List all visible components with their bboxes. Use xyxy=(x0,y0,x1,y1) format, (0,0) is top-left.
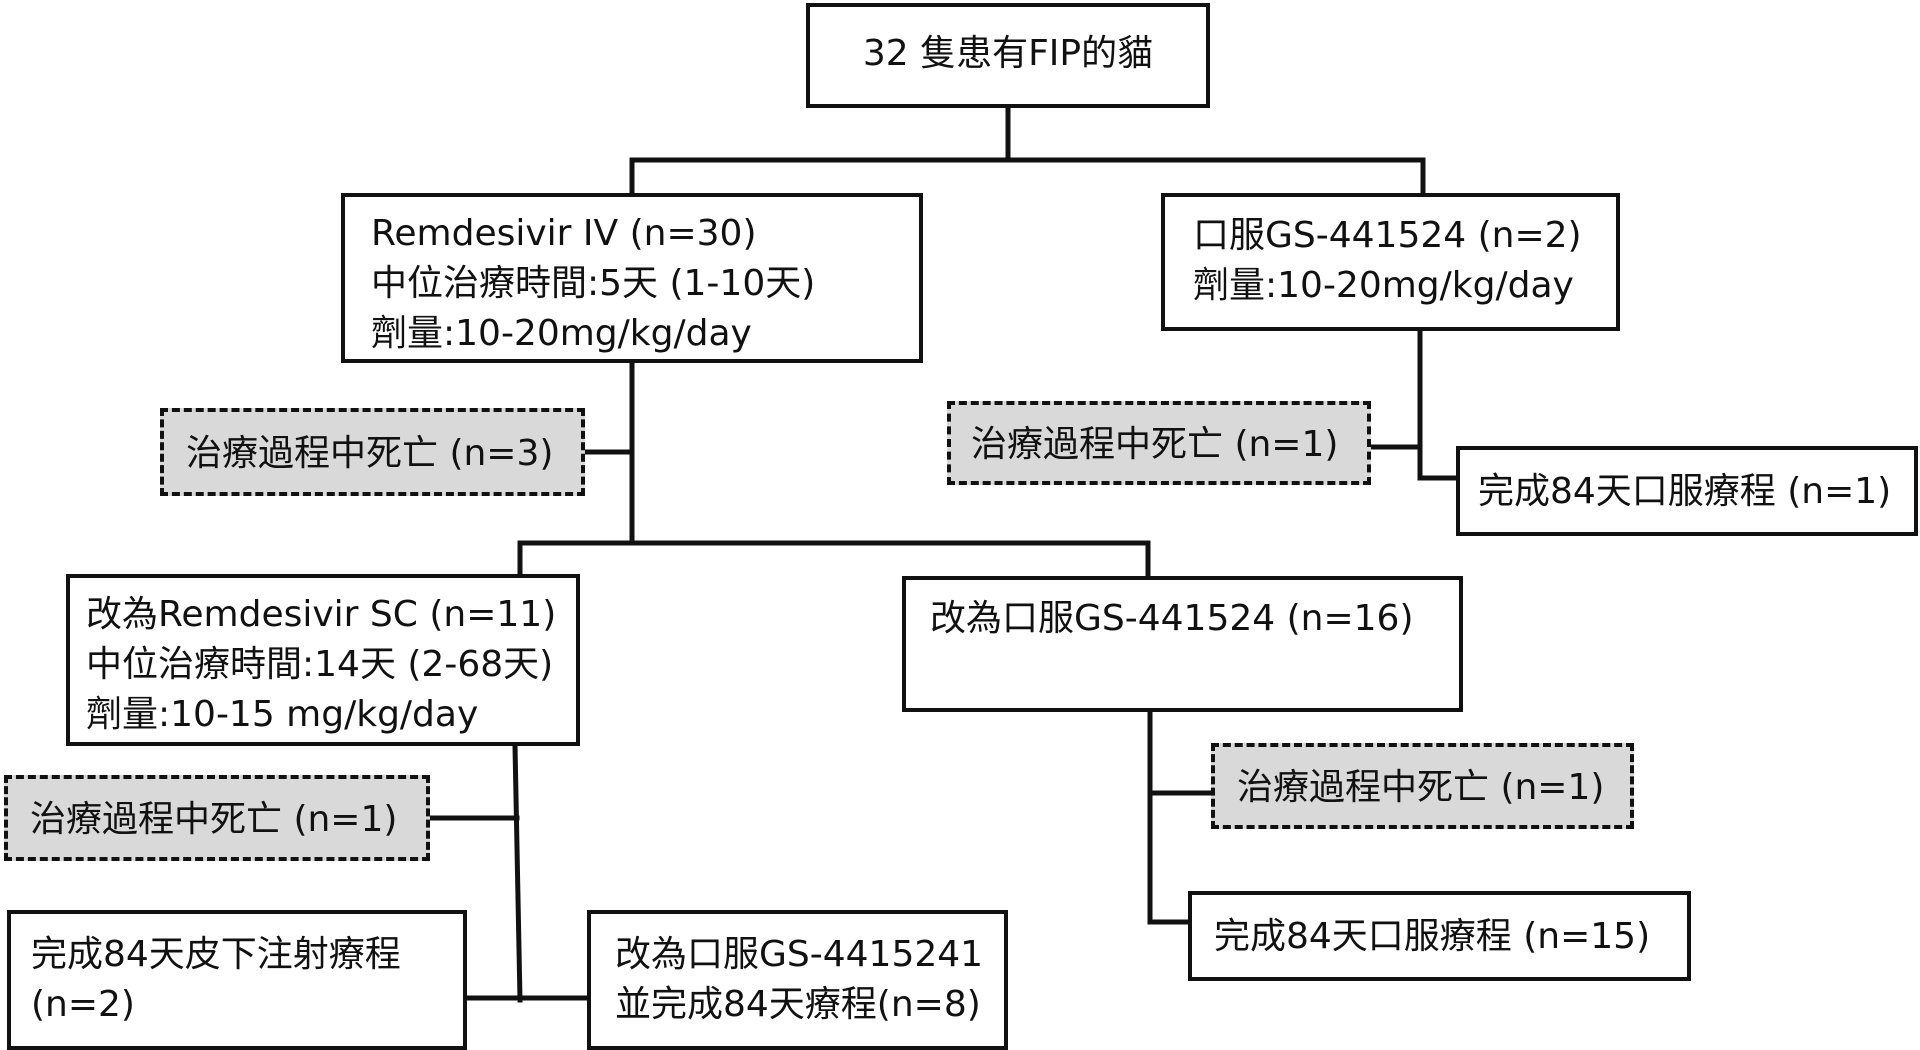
death-iv-text: 治療過程中死亡 (n=3) xyxy=(186,433,554,474)
complete-oral-1-text: 完成84天口服療程 (n=1) xyxy=(1478,471,1892,512)
node-switch-oral-n16: 改為口服GS-441524 (n=16) xyxy=(902,576,1463,712)
death-oral-2-text: 治療過程中死亡 (n=1) xyxy=(971,424,1339,465)
node-root-text: 32 隻患有FIP的貓 xyxy=(862,33,1154,74)
node-remdesivir-iv: Remdesivir IV (n=30) 中位治療時間:5天 (1-10天) 劑… xyxy=(341,193,923,363)
remdesivir-iv-duration: 中位治療時間:5天 (1-10天) xyxy=(371,263,816,304)
node-death-oral-2: 治療過程中死亡 (n=1) xyxy=(947,401,1371,485)
remdesivir-iv-dose: 劑量:10-20mg/kg/day xyxy=(371,313,752,354)
remdesivir-iv-title: Remdesivir IV (n=30) xyxy=(371,213,757,254)
node-complete-oral-n1: 完成84天口服療程 (n=1) xyxy=(1456,446,1918,536)
death-sc-text: 治療過程中死亡 (n=1) xyxy=(30,799,398,840)
remdesivir-sc-title: 改為Remdesivir SC (n=11) xyxy=(86,594,557,635)
node-death-sc: 治療過程中死亡 (n=1) xyxy=(4,775,430,861)
switch-oral-8-line-1: 改為口服GS-4415241 xyxy=(615,934,984,975)
switch-oral-8-line-2: 並完成84天療程(n=8) xyxy=(615,984,981,1025)
death-oral-16-text: 治療過程中死亡 (n=1) xyxy=(1237,767,1605,808)
node-death-iv: 治療過程中死亡 (n=3) xyxy=(160,408,585,496)
node-oral-gs-441524-n2: 口服GS-441524 (n=2) 劑量:10-20mg/kg/day xyxy=(1161,193,1620,331)
switch-oral-16-text: 改為口服GS-441524 (n=16) xyxy=(930,598,1414,639)
node-complete-sc-n2: 完成84天皮下注射療程 (n=2) xyxy=(7,910,467,1050)
oral-gs-2-dose: 劑量:10-20mg/kg/day xyxy=(1193,265,1574,306)
node-switch-oral-n8: 改為口服GS-4415241 並完成84天療程(n=8) xyxy=(587,910,1008,1050)
oral-gs-2-title: 口服GS-441524 (n=2) xyxy=(1193,215,1582,256)
connector-sc-trunk xyxy=(512,743,523,1003)
node-death-oral-16: 治療過程中死亡 (n=1) xyxy=(1211,743,1634,829)
node-root-cats: 32 隻患有FIP的貓 xyxy=(806,3,1210,108)
remdesivir-sc-duration: 中位治療時間:14天 (2-68天) xyxy=(86,644,554,685)
node-complete-oral-n15: 完成84天口服療程 (n=15) xyxy=(1188,891,1691,981)
node-remdesivir-sc: 改為Remdesivir SC (n=11) 中位治療時間:14天 (2-68天… xyxy=(66,574,580,746)
remdesivir-sc-dose: 劑量:10-15 mg/kg/day xyxy=(86,694,479,735)
complete-sc-2-text: 完成84天皮下注射療程 (n=2) xyxy=(31,934,401,1025)
complete-oral-15-text: 完成84天口服療程 (n=15) xyxy=(1214,916,1651,957)
